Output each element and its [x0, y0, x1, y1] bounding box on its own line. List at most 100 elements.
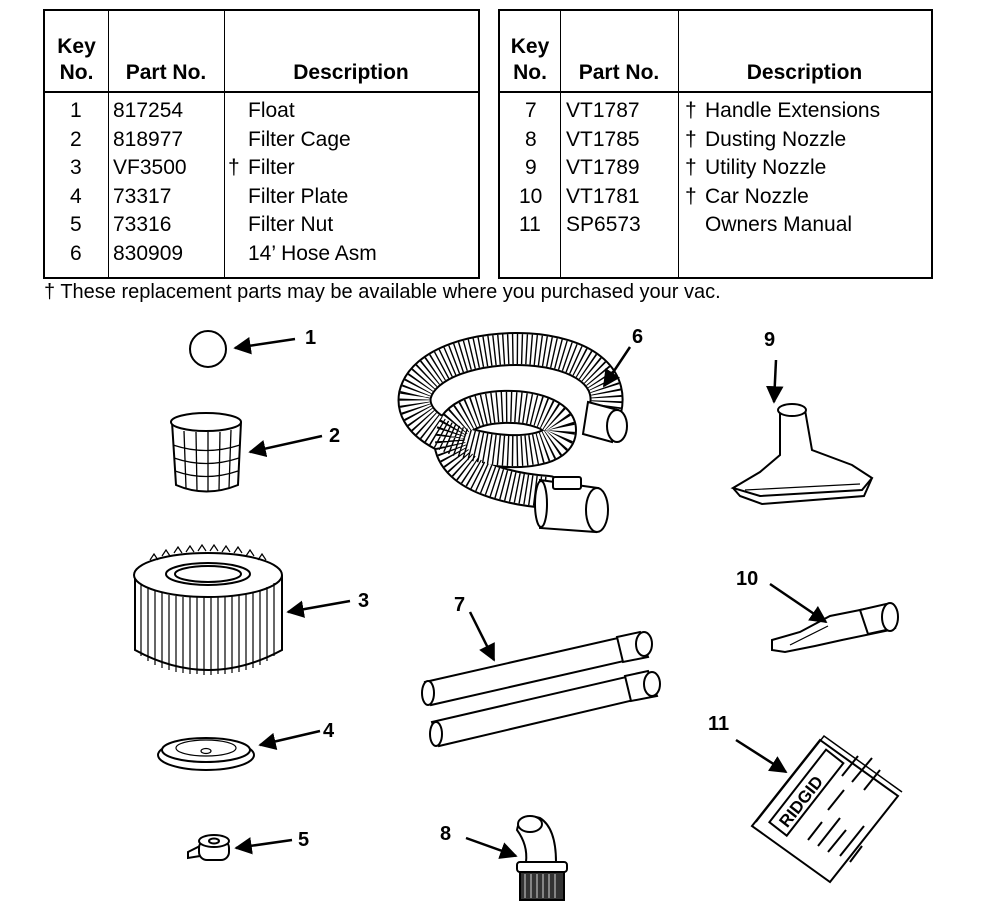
table-row: 9 VT1789 † Utility Nozzle	[500, 154, 931, 183]
dagger-mark: †	[685, 127, 697, 151]
table-row: 7 VT1787 † Handle Extensions	[500, 97, 931, 126]
part-number: VT1781	[566, 184, 640, 208]
filter-nut-illustration	[187, 834, 230, 861]
filter-illustration	[133, 543, 283, 675]
key-number: 2	[70, 127, 82, 151]
parts-rows: 1 817254 Float 2 818977 Filter Cage 3 VF…	[45, 97, 478, 268]
dagger-mark: †	[685, 99, 697, 122]
callout-arrow	[468, 611, 496, 662]
filter-plate-illustration	[157, 737, 255, 771]
key-no-header: Key No.	[510, 35, 550, 84]
part-number: 830909	[113, 241, 184, 265]
callout-9: 9	[764, 329, 775, 351]
column-divider	[108, 11, 109, 277]
callout-8: 8	[440, 823, 451, 845]
part-number: 817254	[113, 99, 184, 122]
part-number: 73317	[113, 184, 172, 208]
part-description: Filter Plate	[248, 184, 349, 208]
header-divider	[45, 91, 478, 93]
callout-arrow	[233, 337, 296, 355]
float-illustration	[189, 330, 227, 368]
part-number: VT1785	[566, 127, 640, 151]
header-divider	[500, 91, 931, 93]
hose-illustration	[397, 332, 628, 534]
callout-5: 5	[298, 829, 309, 851]
parts-rows: 7 VT1787 † Handle Extensions 8 VT1785 † …	[500, 97, 931, 240]
part-no-header: Part No.	[578, 61, 660, 84]
table-row: 1 817254 Float	[45, 97, 478, 126]
utility-nozzle-illustration	[730, 403, 874, 506]
callout-7: 7	[454, 594, 465, 616]
key-number: 3	[70, 156, 82, 179]
callout-3: 3	[358, 590, 369, 612]
dagger-mark: †	[228, 156, 240, 179]
key-number: 4	[70, 184, 82, 208]
table-row: 6 830909 14’ Hose Asm	[45, 240, 478, 269]
key-number: 8	[525, 127, 537, 151]
description-header: Description	[293, 61, 409, 84]
part-description: Owners Manual	[705, 213, 853, 236]
callout-arrow	[286, 599, 351, 618]
parts-table-right: Key No. Part No. Description 7 VT1787 † …	[498, 9, 933, 279]
table-row: 3 VF3500 † Filter	[45, 154, 478, 183]
part-number: SP6573	[566, 213, 641, 236]
key-number: 10	[519, 184, 543, 208]
callout-arrow	[766, 359, 784, 404]
part-description: Utility Nozzle	[705, 156, 827, 179]
column-divider	[678, 11, 679, 277]
key-number: 7	[525, 99, 537, 122]
key-number: 6	[70, 241, 82, 265]
table-row: 2 818977 Filter Cage	[45, 126, 478, 155]
callout-10: 10	[736, 568, 758, 590]
table-row: 5 73316 Filter Nut	[45, 211, 478, 240]
part-number: 818977	[113, 127, 184, 151]
part-no-header: Part No.	[125, 61, 207, 84]
callout-arrow	[234, 837, 293, 855]
column-divider	[560, 11, 561, 277]
owners-manual-illustration: RIDGID	[750, 734, 903, 884]
callout-arrow	[602, 346, 632, 388]
callout-1: 1	[305, 327, 316, 349]
part-number: VT1787	[566, 99, 640, 122]
car-nozzle-illustration	[771, 602, 899, 654]
callout-arrow	[769, 582, 828, 624]
part-description: Handle Extensions	[705, 99, 881, 122]
callout-2: 2	[329, 425, 340, 447]
part-description: Float	[248, 99, 295, 122]
table-row: 8 VT1785 † Dusting Nozzle	[500, 126, 931, 155]
part-description: Car Nozzle	[705, 184, 809, 208]
callout-4: 4	[323, 720, 335, 742]
handle-extensions-illustration	[421, 630, 661, 748]
part-description: Dusting Nozzle	[705, 127, 847, 151]
callout-arrow	[735, 738, 788, 774]
key-no-header: Key No.	[57, 35, 96, 84]
callout-11: 11	[708, 713, 729, 735]
table-row: 11 SP6573 Owners Manual	[500, 211, 931, 240]
column-divider	[224, 11, 225, 277]
part-number: 73316	[113, 213, 172, 236]
description-header: Description	[746, 61, 863, 84]
key-number: 9	[525, 156, 537, 179]
callout-arrow	[258, 729, 321, 750]
table-row: 10 VT1781 † Car Nozzle	[500, 183, 931, 212]
part-description: Filter Cage	[248, 127, 351, 151]
dagger-mark: †	[685, 156, 697, 179]
key-number: 11	[519, 213, 541, 236]
key-number: 5	[70, 213, 82, 236]
dusting-nozzle-illustration	[515, 815, 568, 901]
part-description: Filter	[248, 156, 295, 179]
key-number: 1	[70, 99, 82, 122]
part-number: VF3500	[113, 156, 187, 179]
footnote: † These replacement parts may be availab…	[44, 281, 721, 303]
callout-arrow	[465, 836, 518, 859]
part-number: VT1789	[566, 156, 640, 179]
part-description: Filter Nut	[248, 213, 334, 236]
filter-cage-illustration	[170, 412, 242, 493]
dagger-mark: †	[685, 184, 697, 208]
part-description: 14’ Hose Asm	[248, 241, 377, 265]
table-row: 4 73317 Filter Plate	[45, 183, 478, 212]
callout-6: 6	[632, 326, 643, 348]
parts-table-left: Key No. Part No. Description 1 817254 Fl…	[43, 9, 480, 279]
callout-arrow	[248, 434, 323, 458]
